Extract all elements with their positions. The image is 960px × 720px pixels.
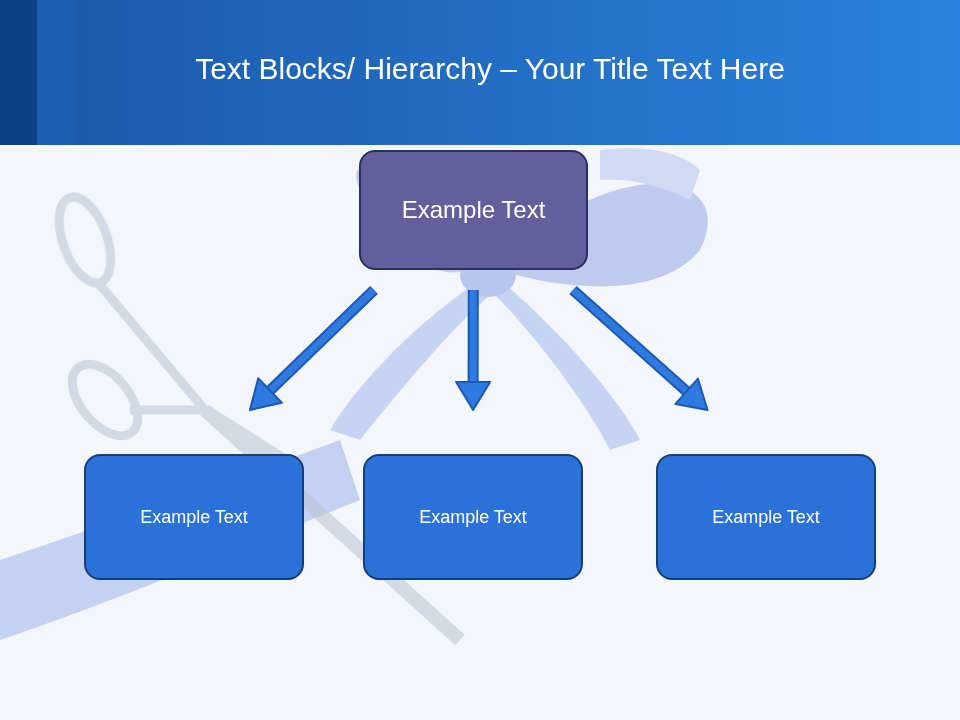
arrow-head [675, 379, 707, 410]
arrow-shaft [573, 290, 687, 391]
box-label: Example Text [419, 507, 527, 528]
header-strip [37, 0, 75, 145]
title-text: Text Blocks/ Hierarchy – Your Title Text… [195, 52, 785, 85]
arrow-shaft [270, 290, 374, 391]
arrow-shaft [270, 290, 374, 391]
box-label: Example Text [712, 507, 820, 528]
parent-box: Example Text [359, 150, 588, 270]
arrow-shaft [470, 290, 477, 382]
hierarchy-arrow [456, 290, 490, 410]
header-strip [0, 0, 37, 145]
child-box: Example Text [84, 454, 304, 580]
child-box: Example Text [656, 454, 876, 580]
hierarchy-arrow [573, 290, 708, 410]
slide-title: Text Blocks/ Hierarchy – Your Title Text… [75, 52, 905, 86]
arrow-head [456, 382, 490, 410]
arrow-shaft [468, 290, 479, 382]
hierarchy-arrow [250, 290, 374, 410]
box-label: Example Text [140, 507, 248, 528]
ribbon-illustration [0, 148, 708, 640]
header-bar [0, 0, 960, 145]
box-label: Example Text [402, 196, 546, 224]
arrow-shaft [573, 290, 687, 391]
arrow-head [250, 378, 282, 410]
child-box: Example Text [363, 454, 583, 580]
